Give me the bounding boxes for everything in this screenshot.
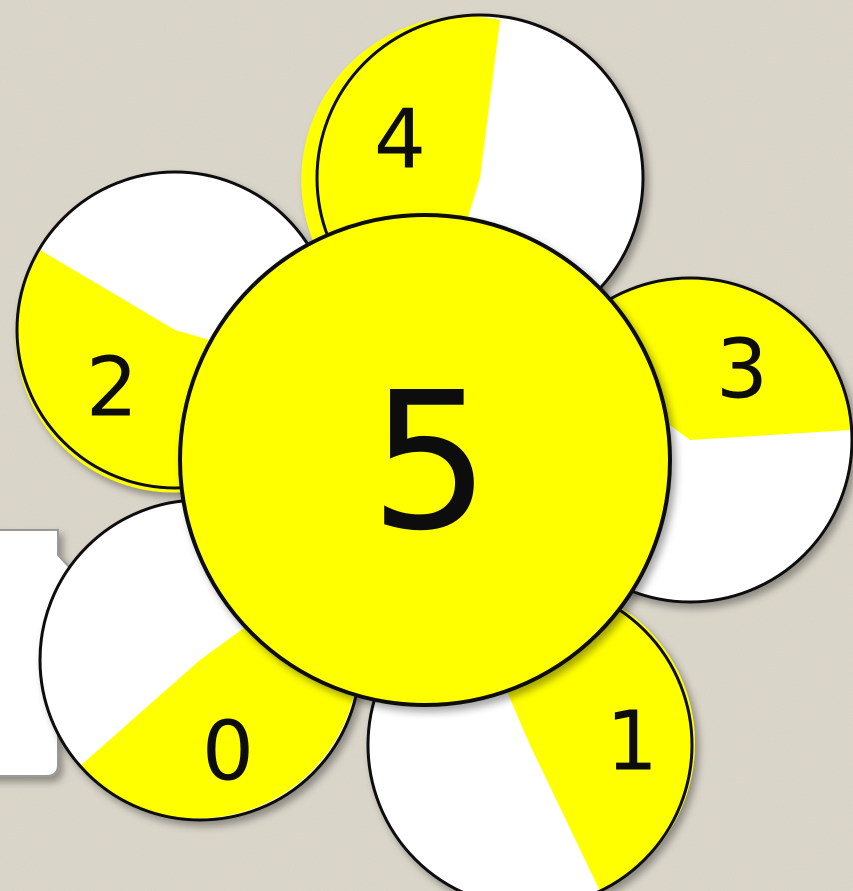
center-label: 5 xyxy=(370,352,491,573)
petal-4-label: 4 xyxy=(374,93,426,188)
petal-1-label: 1 xyxy=(606,695,658,790)
petal-0-label: 0 xyxy=(202,705,254,800)
petal-2-label: 2 xyxy=(86,341,138,436)
petal-3-label: 3 xyxy=(716,323,768,418)
center-circle: 5 xyxy=(180,215,670,705)
